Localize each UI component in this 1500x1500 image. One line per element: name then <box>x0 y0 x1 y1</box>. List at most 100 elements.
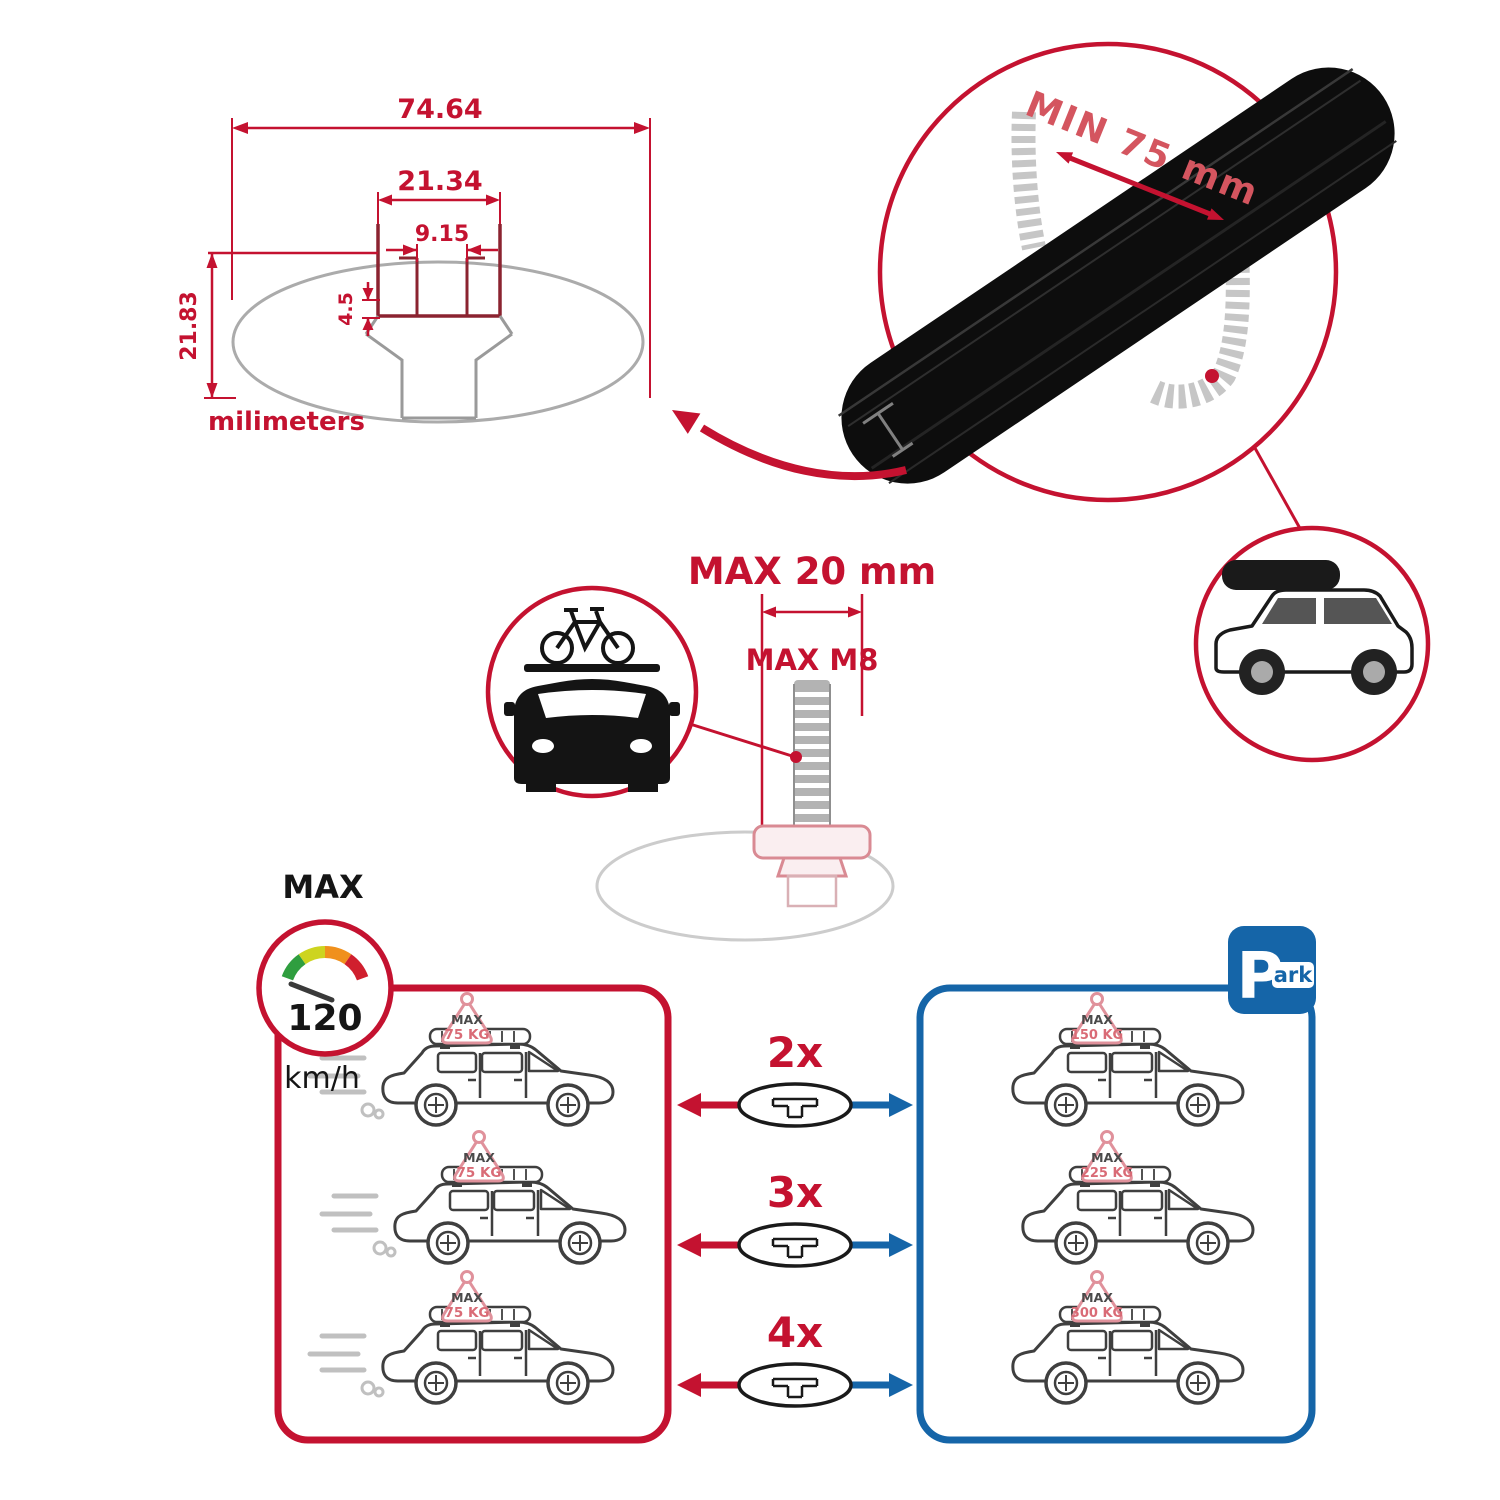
bike-on-roof <box>540 607 635 665</box>
gauge-needle <box>288 981 335 1003</box>
tag-max: MAX <box>463 1150 495 1165</box>
tire <box>526 782 556 792</box>
arrowhead <box>677 1373 701 1397</box>
tag-value: 225 KG <box>1081 1166 1133 1181</box>
arrowhead <box>677 1233 701 1257</box>
zoom-arrow <box>699 424 907 481</box>
arrowhead <box>889 1093 913 1117</box>
dimension-diagram: 74.64 21.34 9.15 4.5 21.83 milimeters <box>177 94 651 437</box>
load-tag: MAX 75 KG <box>453 1130 505 1183</box>
mirror <box>669 702 680 716</box>
t-bolt-base <box>786 874 838 908</box>
lower-stem-profile <box>364 315 514 420</box>
suv-window-front <box>1262 598 1316 624</box>
arrowhead <box>378 194 392 206</box>
tag-max: MAX <box>451 1290 483 1305</box>
load-tag: MAX 225 KG <box>1081 1130 1133 1183</box>
arrowhead <box>848 606 862 618</box>
arrowhead <box>486 194 500 206</box>
slot-profile <box>399 256 485 316</box>
u-bolt-right-rod <box>1145 229 1250 409</box>
multiplier-row-1: 2x <box>677 1028 913 1128</box>
arrowhead <box>889 1233 913 1257</box>
arrowhead <box>403 244 417 256</box>
arrowhead <box>762 606 776 618</box>
channel-width-label: 21.34 <box>397 166 482 197</box>
arrowhead <box>362 318 374 330</box>
arrowhead <box>206 383 218 398</box>
arrowhead <box>362 288 374 300</box>
tag-value: 300 KG <box>1071 1306 1123 1321</box>
tag-value: 150 KG <box>1071 1028 1123 1043</box>
suv-hub <box>1251 661 1273 683</box>
pointer-dot <box>1205 369 1219 383</box>
total-width-label: 74.64 <box>397 94 482 125</box>
gauge-arc-red <box>344 954 369 981</box>
suv-window-rear <box>1324 598 1392 624</box>
roof-bar <box>524 664 660 672</box>
multiplier-row-2: 3x <box>677 1168 913 1268</box>
gauge-circle <box>256 919 394 1057</box>
tag-max: MAX <box>1081 1290 1113 1305</box>
gauge-arc-green <box>281 954 306 981</box>
crossbar-profile-icon <box>737 1362 853 1408</box>
gauge-arc-orange <box>324 946 352 965</box>
gauge-value: 120 <box>287 998 362 1039</box>
t-bolt-flange <box>752 824 872 860</box>
arrowhead <box>206 253 218 268</box>
multiplier-label: 3x <box>767 1168 823 1217</box>
unit-label: milimeters <box>208 407 365 437</box>
crossbar-bar <box>837 67 1397 484</box>
leader-line <box>689 722 793 758</box>
suv-with-roofbox <box>1214 560 1414 695</box>
ext-line <box>362 299 380 319</box>
max-thread-label: MAX M8 <box>746 643 879 677</box>
suv-roofbox-circle <box>1193 525 1431 763</box>
load-tag: MAX 75 KG <box>441 1270 493 1323</box>
tag-value: 75 KG <box>456 1165 501 1181</box>
tag-max: MAX <box>451 1012 483 1027</box>
headlight <box>532 739 554 753</box>
channel-profile <box>376 224 502 318</box>
multiplier-label: 4x <box>767 1308 823 1357</box>
arrowhead <box>634 122 650 134</box>
total-height-label: 21.83 <box>177 291 202 361</box>
min-span-arrow-line <box>1069 155 1211 217</box>
arrowhead <box>672 410 701 434</box>
multiplier-label: 2x <box>767 1028 823 1077</box>
bike-car-circle <box>485 585 802 799</box>
end-profile-marks <box>862 401 914 458</box>
arrowhead <box>889 1373 913 1397</box>
tag-max: MAX <box>1081 1012 1113 1027</box>
arrowhead <box>232 122 248 134</box>
windshield <box>538 690 646 718</box>
u-bolt-left-rod <box>1011 111 1046 251</box>
mirror <box>504 702 515 716</box>
load-tag: MAX 150 KG <box>1071 992 1123 1045</box>
driving-car-row-1: MAX 75 KG <box>310 992 615 1127</box>
max-width-label: MAX 20 mm <box>688 550 936 593</box>
driving-car-row-2: MAX 75 KG <box>322 1130 627 1265</box>
arrowhead <box>677 1093 701 1117</box>
arrowhead <box>1056 152 1074 164</box>
suv-hub <box>1363 661 1385 683</box>
lip-height-label: 4.5 <box>335 292 357 326</box>
faint-channel-oval <box>595 830 895 942</box>
driving-car-row-3: MAX 75 KG <box>310 1270 615 1405</box>
gauge-unit: km/h <box>284 1061 360 1096</box>
headlight <box>630 739 652 753</box>
park-suffix-chip <box>1272 962 1314 988</box>
tire <box>628 782 658 792</box>
bolt-diagram: MAX 20 mm MAX M8 <box>595 550 936 942</box>
roof-box <box>1222 560 1340 590</box>
park-suffix: ark <box>1274 963 1314 987</box>
load-tag: MAX 300 KG <box>1071 1270 1123 1323</box>
parked-car-row-1: MAX 150 KG <box>1011 992 1245 1127</box>
gauge-arc-yellow <box>298 946 326 965</box>
slot-width-label: 9.15 <box>415 222 469 247</box>
parked-car-row-3: MAX 300 KG <box>1011 1270 1245 1405</box>
t-bolt-neck <box>775 856 849 878</box>
park-sign: P ark <box>1228 926 1316 1014</box>
